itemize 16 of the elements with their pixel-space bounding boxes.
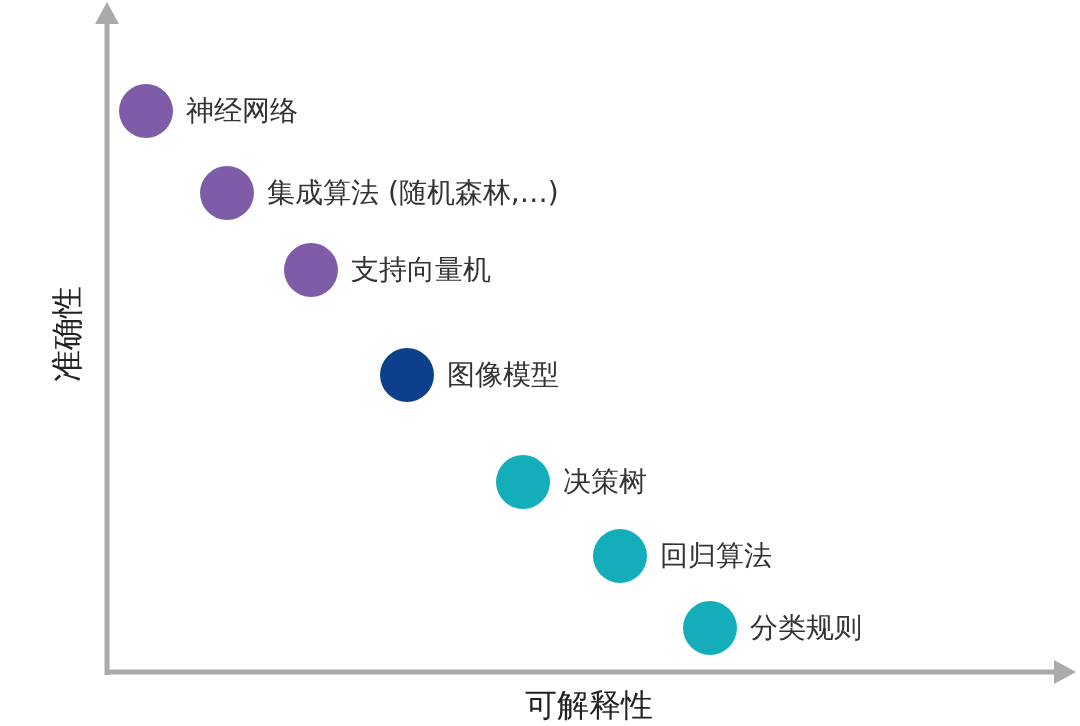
dot-marker (496, 455, 550, 509)
dot-marker (380, 348, 434, 402)
item-label: 支持向量机 (351, 253, 491, 287)
item-label: 决策树 (563, 465, 647, 499)
x-axis-title: 可解释性 (525, 685, 653, 726)
item-label: 神经网络 (186, 94, 298, 128)
dot-marker (119, 84, 173, 138)
dot-marker (683, 601, 737, 655)
item-label: 集成算法 (随机森林,…) (267, 176, 559, 210)
y-axis-title: 准确性 (47, 286, 87, 382)
item-label: 回归算法 (660, 539, 772, 573)
dot-marker (200, 166, 254, 220)
dot-marker (284, 243, 338, 297)
item-label: 图像模型 (447, 358, 559, 392)
item-label: 分类规则 (750, 611, 862, 645)
dot-marker (593, 529, 647, 583)
